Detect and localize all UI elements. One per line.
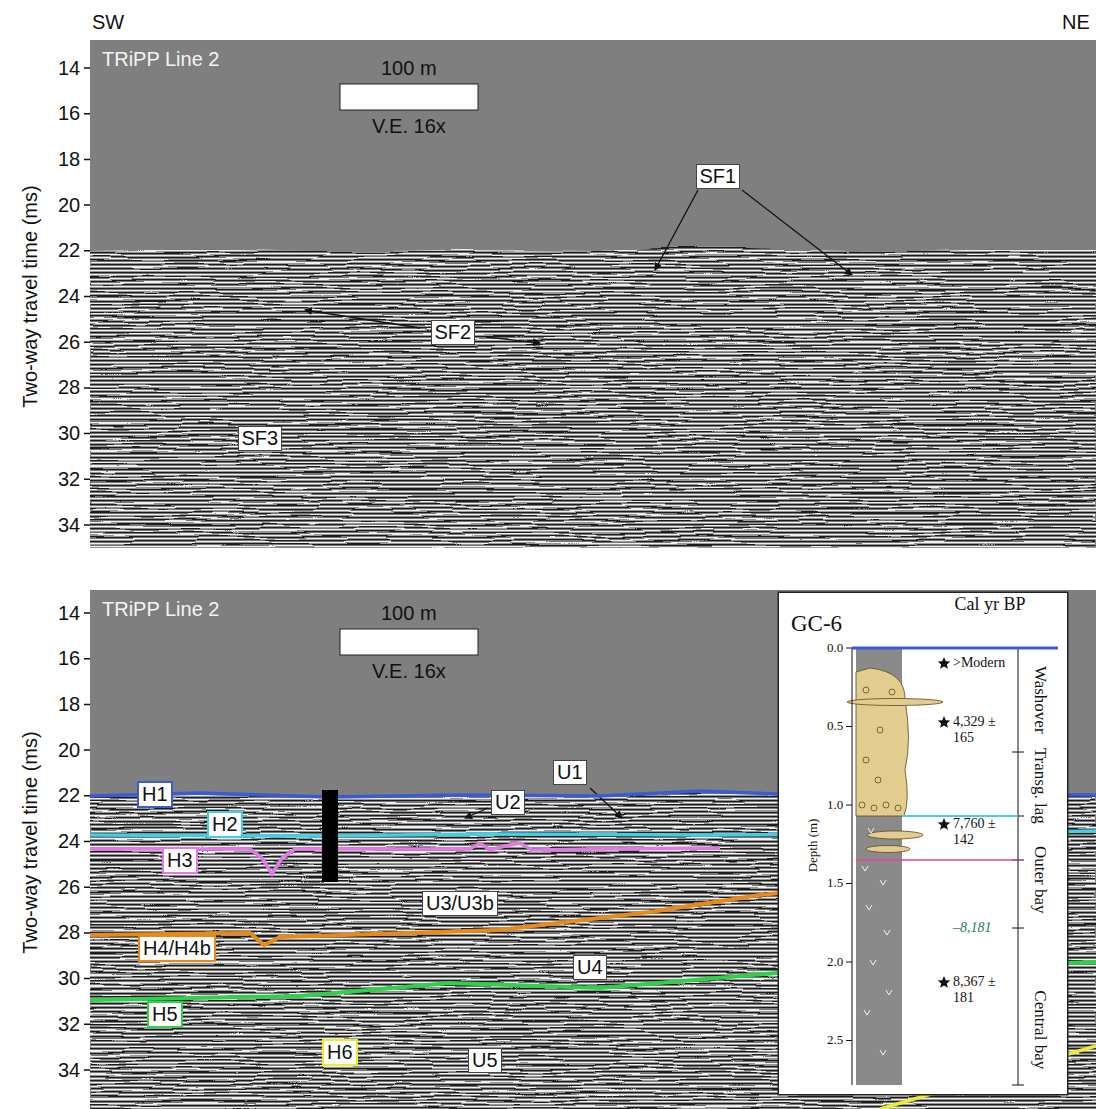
- seismic-panel: TRiPP Line 2: [90, 40, 1096, 548]
- depth-tick-label: 1.5: [827, 876, 843, 891]
- scale-label: 100 m: [381, 602, 437, 625]
- facies-label: Transg. lag: [1030, 748, 1050, 824]
- axis-tick-label: 22: [58, 239, 80, 262]
- core-title: GC-6: [791, 611, 842, 637]
- axis-tick-label: 18: [58, 148, 80, 171]
- scale-label: 100 m: [381, 57, 437, 80]
- depth-tick-label: 2.0: [827, 955, 843, 970]
- horizon-label: H6: [322, 1039, 358, 1066]
- axis-tick-label: 30: [58, 422, 80, 445]
- depth-tick-label: 1.0: [827, 798, 843, 813]
- axis-tick-label: 28: [58, 921, 80, 944]
- horizon-label: H3: [162, 847, 198, 874]
- axis-tick-label: 32: [58, 1013, 80, 1036]
- seismic-facies-label: SF3: [238, 426, 283, 451]
- scale-label: V.E. 16x: [372, 660, 446, 683]
- unit-label: U4: [573, 955, 607, 980]
- core-log-inset: GC-6: [778, 592, 1068, 1095]
- axis-tick-label: 14: [58, 602, 80, 625]
- panel-title: TRiPP Line 2: [102, 48, 219, 71]
- horizon-label: H1: [137, 781, 173, 808]
- age-date: 8,367 ± 181: [953, 974, 999, 1006]
- age-axis-title: Cal yr BP: [955, 594, 1026, 615]
- axis-tick-label: 20: [58, 194, 80, 217]
- scale-label: V.E. 16x: [372, 115, 446, 138]
- depth-tick-label: 2.5: [827, 1033, 843, 1048]
- axis-tick-label: 20: [58, 739, 80, 762]
- direction-label: SW: [92, 11, 124, 34]
- axis-tick-label: 24: [58, 830, 80, 853]
- axis-tick-label: 26: [58, 331, 80, 354]
- seismic-facies-label: SF1: [696, 164, 741, 189]
- direction-label: NE: [1062, 11, 1090, 34]
- facies-label: Washover: [1030, 666, 1050, 734]
- age-date: >Modern: [953, 655, 999, 671]
- axis-tick-label: 32: [58, 468, 80, 491]
- axis-tick-label: 14: [58, 57, 80, 80]
- axis-title: Two-way travel time (ms): [19, 185, 42, 407]
- age-date: 7,760 ± 142: [953, 816, 999, 848]
- axis-tick-label: 34: [58, 514, 80, 537]
- axis-tick-label: 28: [58, 376, 80, 399]
- facies-label: Central bay: [1030, 990, 1050, 1069]
- axis-tick-label: 18: [58, 693, 80, 716]
- axis-tick-label: 16: [58, 647, 80, 670]
- unit-label: U2: [491, 790, 525, 815]
- age-date: –8,181: [953, 920, 992, 936]
- panel-title: TRiPP Line 2: [102, 598, 219, 621]
- age-date: 4,329 ± 165: [953, 714, 999, 746]
- axis-tick-label: 16: [58, 102, 80, 125]
- facies-label: Outer bay: [1030, 846, 1050, 914]
- axis-tick-label: 34: [58, 1059, 80, 1082]
- horizon-label: H4/H4b: [138, 935, 216, 962]
- seismic-panel: TRiPP Line 2 GC-6: [90, 590, 1096, 1109]
- axis-title: Two-way travel time (ms): [19, 731, 42, 953]
- seismic-facies-label: SF2: [431, 320, 476, 345]
- horizon-label: H2: [207, 811, 243, 838]
- unit-label: U3/U3b: [422, 891, 498, 916]
- horizon-label: H5: [147, 1001, 183, 1028]
- depth-tick-label: 0.5: [827, 719, 843, 734]
- axis-tick-label: 30: [58, 967, 80, 990]
- unit-label: U5: [468, 1048, 502, 1073]
- axis-tick-label: 24: [58, 285, 80, 308]
- axis-tick-label: 26: [58, 876, 80, 899]
- depth-axis-title: Depth (m): [806, 818, 821, 872]
- depth-tick-label: 0.0: [827, 641, 843, 656]
- axis-tick-label: 22: [58, 784, 80, 807]
- unit-label: U1: [553, 760, 587, 785]
